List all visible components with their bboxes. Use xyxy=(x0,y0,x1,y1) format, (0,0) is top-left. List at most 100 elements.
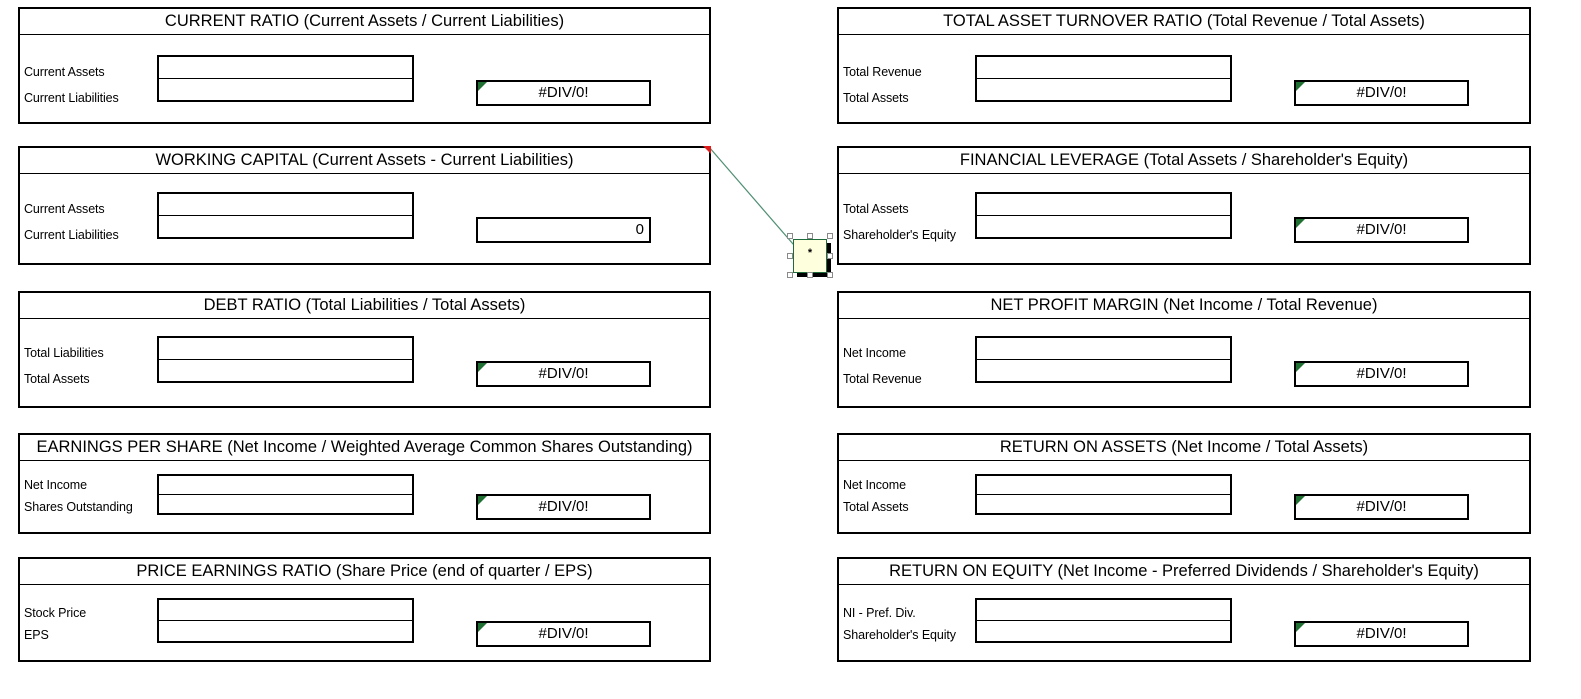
input-pair-box[interactable] xyxy=(157,55,414,102)
result-value: #DIV/0! xyxy=(538,498,589,515)
panel-title: RETURN ON ASSETS (Net Income / Total Ass… xyxy=(839,435,1529,461)
panel-body: Total Revenue Total Assets #DIV/0! xyxy=(839,35,1529,122)
result-value: #DIV/0! xyxy=(1356,365,1407,382)
input-pair-box[interactable] xyxy=(157,192,414,239)
input-label-1: Shareholder's Equity xyxy=(843,228,956,242)
input-pair-box[interactable] xyxy=(157,598,414,643)
error-flag-icon xyxy=(1296,363,1305,372)
input-cell-1[interactable] xyxy=(977,78,1230,100)
panel-body: Current Assets Current Liabilities #DIV/… xyxy=(20,35,709,122)
input-cell-1[interactable] xyxy=(159,78,412,100)
input-cell-0[interactable] xyxy=(159,476,412,495)
input-cell-1[interactable] xyxy=(159,359,412,381)
panel-title: RETURN ON EQUITY (Net Income - Preferred… xyxy=(839,559,1529,585)
panel-title: TOTAL ASSET TURNOVER RATIO (Total Revenu… xyxy=(839,9,1529,35)
result-box[interactable]: #DIV/0! xyxy=(476,361,651,387)
input-cell-1[interactable] xyxy=(977,494,1230,513)
input-label-1: Current Liabilities xyxy=(24,91,119,105)
panel-return-on-assets: RETURN ON ASSETS (Net Income / Total Ass… xyxy=(837,433,1531,534)
input-cell-0[interactable] xyxy=(977,338,1230,360)
input-pair-box[interactable] xyxy=(157,474,414,515)
panel-body: Net Income Total Assets #DIV/0! xyxy=(839,461,1529,532)
input-cell-0[interactable] xyxy=(977,600,1230,621)
panel-net-profit-margin: NET PROFIT MARGIN (Net Income / Total Re… xyxy=(837,291,1531,408)
comment-indicator-icon[interactable] xyxy=(703,146,711,154)
panel-working-capital: WORKING CAPITAL (Current Assets - Curren… xyxy=(18,146,711,265)
error-flag-icon xyxy=(478,496,487,505)
input-label-0: Net Income xyxy=(843,346,906,360)
input-cell-1[interactable] xyxy=(159,620,412,641)
panel-total-asset-turnover-ratio: TOTAL ASSET TURNOVER RATIO (Total Revenu… xyxy=(837,7,1531,124)
result-box[interactable]: #DIV/0! xyxy=(476,494,651,520)
input-label-1: Total Assets xyxy=(843,500,909,514)
result-value: #DIV/0! xyxy=(1356,498,1407,515)
error-flag-icon xyxy=(478,363,487,372)
resize-handle-nw[interactable] xyxy=(787,233,793,239)
panel-title: DEBT RATIO (Total Liabilities / Total As… xyxy=(20,293,709,319)
input-cell-0[interactable] xyxy=(159,194,412,216)
input-cell-0[interactable] xyxy=(159,600,412,621)
resize-handle-n[interactable] xyxy=(807,233,813,239)
input-cell-0[interactable] xyxy=(159,338,412,360)
panel-title: FINANCIAL LEVERAGE (Total Assets / Share… xyxy=(839,148,1529,174)
input-cell-1[interactable] xyxy=(159,494,412,513)
input-cell-1[interactable] xyxy=(977,620,1230,641)
panel-body: Net Income Total Revenue #DIV/0! xyxy=(839,319,1529,406)
error-flag-icon xyxy=(478,623,487,632)
panel-title: EARNINGS PER SHARE (Net Income / Weighte… xyxy=(20,435,709,461)
input-pair-box[interactable] xyxy=(157,336,414,383)
resize-handle-sw[interactable] xyxy=(787,272,793,278)
input-label-0: Stock Price xyxy=(24,606,87,620)
panel-price-earnings-ratio: PRICE EARNINGS RATIO (Share Price (end o… xyxy=(18,557,711,662)
input-cell-0[interactable] xyxy=(977,57,1230,79)
resize-handle-se[interactable] xyxy=(827,272,833,278)
resize-handle-s[interactable] xyxy=(807,272,813,278)
panel-current-ratio: CURRENT RATIO (Current Assets / Current … xyxy=(18,7,711,124)
input-label-0: Current Assets xyxy=(24,65,105,79)
panel-body: Total Assets Shareholder's Equity #DIV/0… xyxy=(839,174,1529,263)
result-value: #DIV/0! xyxy=(538,625,589,642)
result-value: #DIV/0! xyxy=(538,84,589,101)
result-box[interactable]: #DIV/0! xyxy=(1294,494,1469,520)
input-pair-box[interactable] xyxy=(975,474,1232,515)
result-box[interactable]: #DIV/0! xyxy=(476,621,651,647)
result-box[interactable]: #DIV/0! xyxy=(1294,80,1469,106)
input-cell-1[interactable] xyxy=(977,215,1230,237)
result-box[interactable]: #DIV/0! xyxy=(1294,361,1469,387)
result-box[interactable]: #DIV/0! xyxy=(1294,217,1469,243)
resize-handle-ne[interactable] xyxy=(827,233,833,239)
input-label-1: Shares Outstanding xyxy=(24,500,133,514)
input-label-1: Current Liabilities xyxy=(24,228,119,242)
resize-handle-e[interactable] xyxy=(827,253,833,259)
input-label-0: Current Assets xyxy=(24,202,105,216)
input-label-0: Net Income xyxy=(24,478,87,492)
input-pair-box[interactable] xyxy=(975,192,1232,239)
panel-body: Stock Price EPS #DIV/0! xyxy=(20,585,709,660)
result-value: #DIV/0! xyxy=(538,365,589,382)
input-cell-1[interactable] xyxy=(977,359,1230,381)
selected-comment-box[interactable]: * xyxy=(793,239,827,273)
input-pair-box[interactable] xyxy=(975,55,1232,102)
input-pair-box[interactable] xyxy=(975,336,1232,383)
input-label-1: EPS xyxy=(24,628,49,642)
input-label-0: NI - Pref. Div. xyxy=(843,606,916,620)
error-flag-icon xyxy=(1296,496,1305,505)
input-cell-0[interactable] xyxy=(159,57,412,79)
input-cell-1[interactable] xyxy=(159,215,412,237)
panel-body: Net Income Shares Outstanding #DIV/0! xyxy=(20,461,709,532)
result-box[interactable]: #DIV/0! xyxy=(476,80,651,106)
resize-handle-w[interactable] xyxy=(787,253,793,259)
error-flag-icon xyxy=(1296,82,1305,91)
result-box[interactable]: #DIV/0! xyxy=(1294,621,1469,647)
input-label-0: Total Liabilities xyxy=(24,346,104,360)
input-cell-0[interactable] xyxy=(977,476,1230,495)
error-flag-icon xyxy=(1296,219,1305,228)
result-value: #DIV/0! xyxy=(1356,625,1407,642)
input-label-1: Total Revenue xyxy=(843,372,922,386)
input-cell-0[interactable] xyxy=(977,194,1230,216)
result-box[interactable]: 0 xyxy=(476,217,651,243)
input-label-1: Shareholder's Equity xyxy=(843,628,956,642)
input-pair-box[interactable] xyxy=(975,598,1232,643)
input-label-1: Total Assets xyxy=(24,372,90,386)
